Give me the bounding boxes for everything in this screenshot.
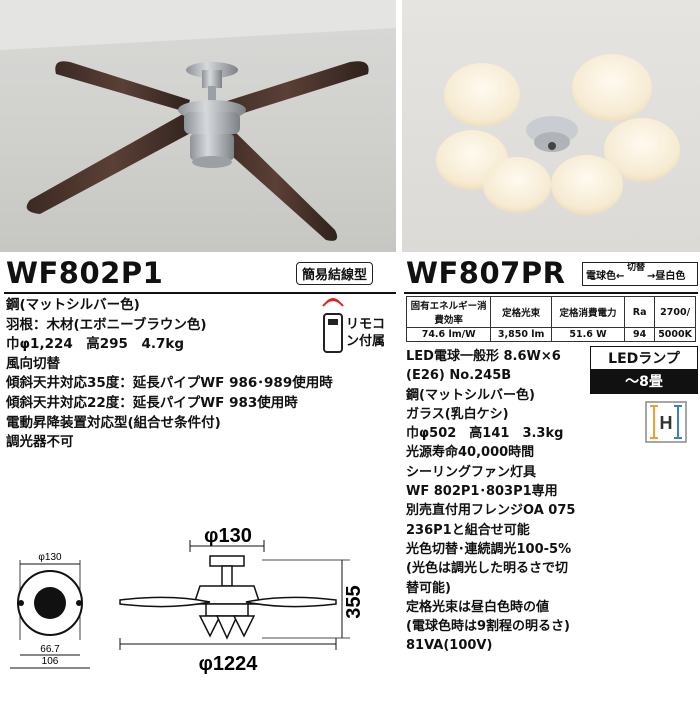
right-spec-line: 別売直付用フレンジOA 075	[406, 503, 576, 519]
height-label: 355	[343, 585, 365, 618]
right-spec-line: 81VA(100V)	[406, 638, 493, 654]
color-switch-daylight: →昼白色	[647, 271, 686, 282]
left-spec-line: 巾φ1,224 高295 4.7kg	[6, 336, 184, 353]
fan-photo	[0, 0, 396, 252]
right-spec-line: 替可能)	[406, 580, 451, 596]
color-switch-mid: 切替	[627, 263, 646, 273]
right-divider	[404, 292, 698, 294]
energy-spec-table: 固有エネルギー消費効率 定格光束 定格消費電力 Ra 2700/ 74.6 lm…	[405, 296, 696, 342]
left-spec-line: 風向切替	[6, 355, 60, 372]
ra-header: Ra	[624, 296, 656, 328]
right-spec-line: (電球色時は9割程の明るさ)	[406, 619, 570, 635]
efficiency-value: 74.6 lm/W	[405, 327, 492, 342]
right-spec-line: 鋼(マットシルバー色)	[406, 387, 535, 403]
luminous-flux-header: 定格光束	[490, 296, 553, 328]
luminous-flux-value: 3,850 lm	[490, 327, 553, 342]
right-model-number: WF807PR	[406, 256, 566, 290]
right-spec-line: (光色は調光した明るさで切	[406, 561, 568, 577]
left-spec-line: 調光器不可	[6, 434, 74, 451]
small-view-106-label: 106	[42, 656, 59, 667]
right-spec-line: 光源寿命40,000時間	[406, 445, 535, 461]
small-view-667-label: 66.7	[40, 644, 60, 655]
canopy-diameter-label: φ130	[204, 525, 252, 547]
small-view-diameter-label: φ130	[38, 552, 62, 563]
color-temp-value: 5000K	[654, 327, 696, 342]
left-divider	[4, 292, 396, 294]
right-spec-line: 巾φ502 高141 3.3kg	[406, 426, 564, 442]
wiring-type-badge: 簡易結線型	[296, 262, 374, 285]
left-spec-line: 鋼(マットシルバー色)	[6, 297, 140, 313]
remote-included-label: リモコン付属	[346, 317, 386, 349]
color-switch-badge: 電球色← 切替 →昼白色	[582, 262, 698, 286]
room-size-label: ～8畳	[591, 369, 697, 393]
right-spec-line: 236P1と組合せ可能	[406, 522, 530, 538]
light-kit-photo	[402, 0, 700, 252]
right-spec-line: 光色切替･連続調光100-5%	[406, 541, 572, 557]
right-spec-line: WF 802P1･803P1専用	[406, 484, 558, 500]
right-spec-line: シーリングファン灯具	[406, 464, 537, 480]
led-lamp-label: LEDランプ	[591, 347, 697, 369]
left-model-number: WF802P1	[6, 256, 164, 290]
left-spec-line: 傾斜天井対応22度：延長パイプWF 983使用時	[6, 394, 298, 411]
right-spec-line: 定格光束は昼白色時の値	[406, 599, 550, 615]
led-lamp-box: LEDランプ ～8畳	[590, 346, 698, 394]
left-spec-line: 電動昇降装置対応型(組合せ条件付)	[6, 414, 221, 431]
right-spec-line: (E26) No.245B	[406, 368, 512, 384]
color-temp-header: 2700/	[654, 296, 696, 328]
power-header: 定格消費電力	[551, 296, 626, 328]
left-spec-list: 鋼(マットシルバー色) 羽根：木材(エボニーブラウン色) 巾φ1,224 高29…	[6, 296, 333, 453]
dimension-drawing: φ130 66.7 106 φ130 355 φ1224	[0, 520, 400, 700]
h-mark-icon: H	[644, 400, 688, 444]
left-spec-line: 傾斜天井対応35度：延長パイプWF 986･989使用時	[6, 375, 333, 392]
right-spec-line: LED電球一般形 8.6W×6	[406, 349, 561, 364]
right-spec-line: ガラス(乳白ケシ)	[406, 406, 509, 422]
efficiency-header: 固有エネルギー消費効率	[405, 296, 492, 328]
left-spec-line: 羽根：木材(エボニーブラウン色)	[6, 316, 207, 333]
ra-value: 94	[624, 327, 656, 342]
h-mark-letter: H	[660, 413, 673, 433]
power-value: 51.6 W	[551, 327, 626, 342]
remote-control-icon	[318, 296, 348, 354]
color-switch-warm: 電球色←	[586, 271, 625, 282]
right-spec-list: LED電球一般形 8.6W×6 (E26) No.245B 鋼(マットシルバー色…	[406, 347, 698, 656]
span-diameter-label: φ1224	[199, 653, 259, 675]
